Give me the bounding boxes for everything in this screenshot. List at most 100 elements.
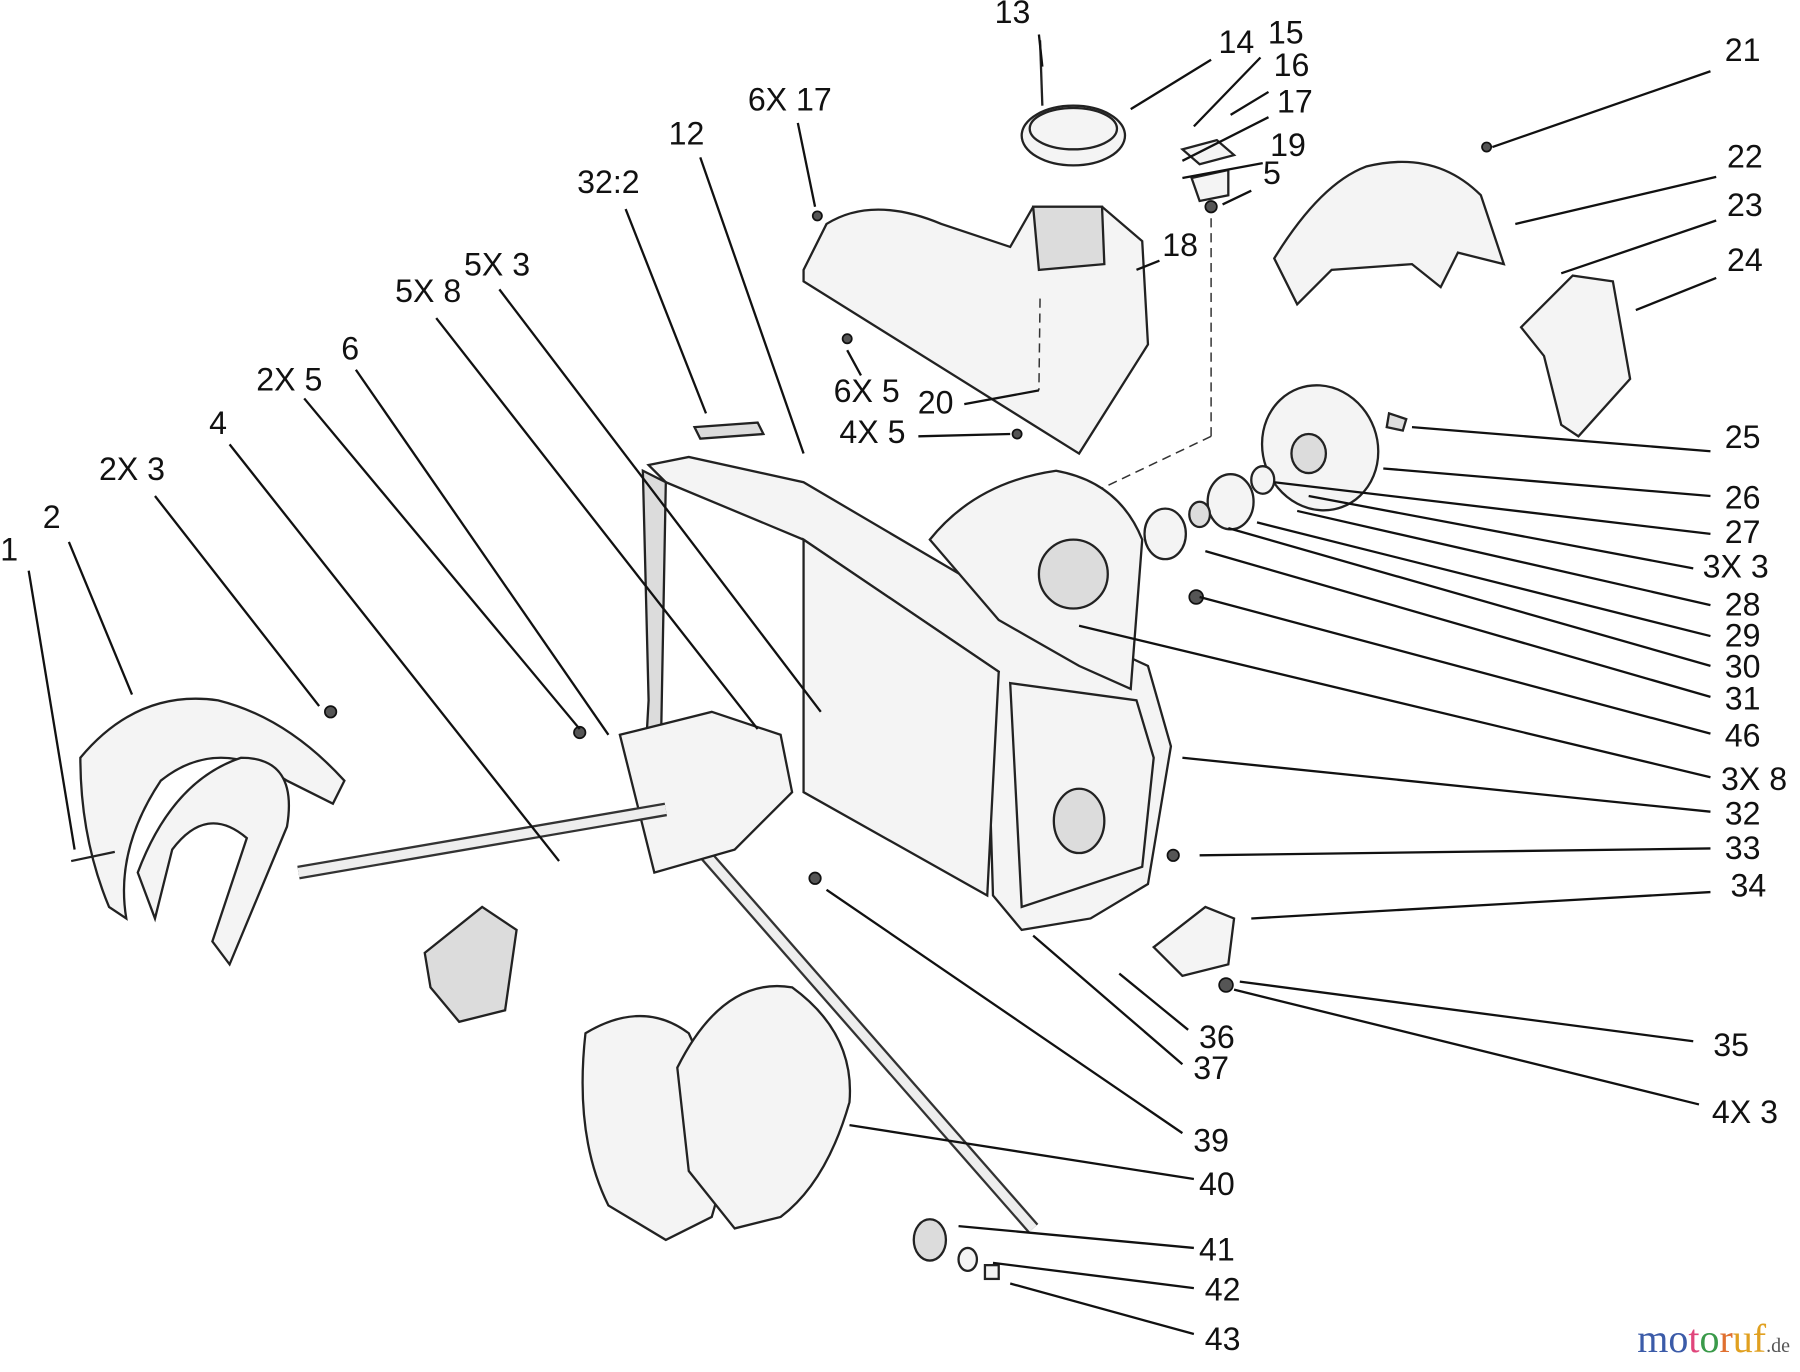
leader-line [1233, 988, 1700, 1106]
part-number-label: 4X 5 [839, 414, 905, 450]
leader-line [1182, 161, 1263, 180]
auger-bearing [912, 1218, 1000, 1281]
leader-line [1230, 90, 1270, 116]
leader-line [1009, 1282, 1195, 1336]
chute-ring [1020, 40, 1127, 167]
part-number-label: 20 [918, 384, 954, 420]
auger-shaft [297, 710, 1039, 1233]
leader-line [1274, 481, 1711, 536]
part-number-label: 26 [1725, 480, 1761, 516]
part-number-label: 27 [1725, 514, 1761, 550]
leader-line [67, 541, 134, 696]
part-number-label: 25 [1725, 419, 1761, 455]
part-number-label: 29 [1725, 617, 1761, 653]
leader-line [1130, 58, 1212, 111]
leader-line [1560, 219, 1717, 275]
leader-line [354, 369, 610, 736]
leader-line [1383, 467, 1711, 498]
leader-line [1181, 116, 1270, 162]
part-number-label: 5X 8 [395, 273, 461, 309]
part-number-label: 2X 3 [99, 451, 165, 487]
part-number-label: 12 [669, 116, 705, 152]
leader-line [27, 570, 76, 850]
part-number-label: 39 [1193, 1122, 1229, 1158]
leader-line [1136, 259, 1160, 271]
leader-line [1239, 980, 1694, 1043]
leader-line [1037, 34, 1044, 67]
watermark-letter: f [1752, 1316, 1767, 1361]
leader-line [154, 495, 321, 707]
part-number-label: 40 [1199, 1166, 1235, 1202]
leader-line [1118, 972, 1189, 1031]
watermark-letter: m [1637, 1316, 1669, 1361]
part-number-label: 1 [0, 531, 18, 567]
chute-bracket [1090, 138, 1237, 495]
part-number-label: 2 [43, 499, 61, 535]
leader-line [1199, 595, 1711, 735]
part-number-label: 37 [1193, 1050, 1229, 1086]
part-number-label: 16 [1274, 47, 1310, 83]
leader-line [1308, 494, 1694, 570]
leader-line [1182, 756, 1711, 813]
part-number-label: 2X 5 [256, 361, 322, 397]
part-number-label: 30 [1725, 648, 1761, 684]
part-number-label: 21 [1725, 32, 1761, 68]
leader-line [1222, 189, 1252, 206]
leader-line [992, 1261, 1195, 1290]
watermark-letter: o [1699, 1316, 1720, 1361]
leader-line [1205, 550, 1711, 699]
leader-line [1078, 624, 1711, 779]
part-number-label: 32 [1725, 795, 1761, 831]
part-number-label: 17 [1277, 84, 1313, 120]
part-number-label: 24 [1727, 242, 1763, 278]
leader-lines [27, 34, 1717, 1336]
part-number-label: 41 [1199, 1232, 1235, 1268]
part-number-label: 34 [1730, 868, 1766, 904]
part-number-label: 4 [209, 405, 227, 441]
part-number-label: 32:2 [577, 164, 640, 200]
leader-line [825, 888, 1184, 1135]
part-number-label: 42 [1205, 1272, 1241, 1308]
leader-line [846, 349, 862, 377]
skid-shoe [1151, 905, 1236, 993]
part-number-label: 22 [1727, 139, 1763, 175]
leader-line [1491, 70, 1711, 149]
watermark-letter: t [1688, 1316, 1700, 1361]
part-number-label: 6X 17 [748, 81, 832, 117]
leader-line [1635, 276, 1717, 312]
leader-line [1411, 425, 1711, 453]
part-number-label: 15 [1268, 15, 1304, 51]
belt-cover [1272, 160, 1632, 438]
part-number-label: 13 [995, 0, 1031, 30]
part-number-label: 5X 3 [464, 247, 530, 283]
leader-line [228, 443, 560, 862]
auger-housing [641, 455, 1173, 932]
leader-line [435, 317, 759, 730]
part-number-label: 4X 3 [1712, 1094, 1778, 1130]
watermark-suffix: .de [1766, 1335, 1790, 1357]
leader-line [796, 122, 817, 207]
leader-line [1193, 56, 1262, 128]
watermark-letter: u [1732, 1316, 1753, 1361]
leader-line [1228, 527, 1711, 668]
leader-line [1199, 847, 1711, 857]
leader-line [958, 1224, 1194, 1250]
leader-line [964, 389, 1040, 406]
leader-line [624, 208, 708, 414]
part-number-label: 3X 8 [1721, 761, 1787, 797]
leader-line [1251, 890, 1711, 920]
leader-line [498, 288, 822, 713]
fasteners [70, 141, 1493, 885]
part-number-label: 3X 3 [1703, 549, 1769, 585]
part-number-label: 19 [1270, 127, 1306, 163]
watermark-letter: r [1719, 1316, 1733, 1361]
part-number-label: 28 [1725, 586, 1761, 622]
auger-right [581, 985, 852, 1242]
chute [802, 205, 1150, 456]
part-number-label: 6 [341, 330, 359, 366]
part-number-label: 14 [1218, 24, 1254, 60]
part-number-label: 36 [1199, 1019, 1235, 1055]
pulley [1143, 384, 1380, 561]
part-number-label: 43 [1205, 1321, 1241, 1357]
